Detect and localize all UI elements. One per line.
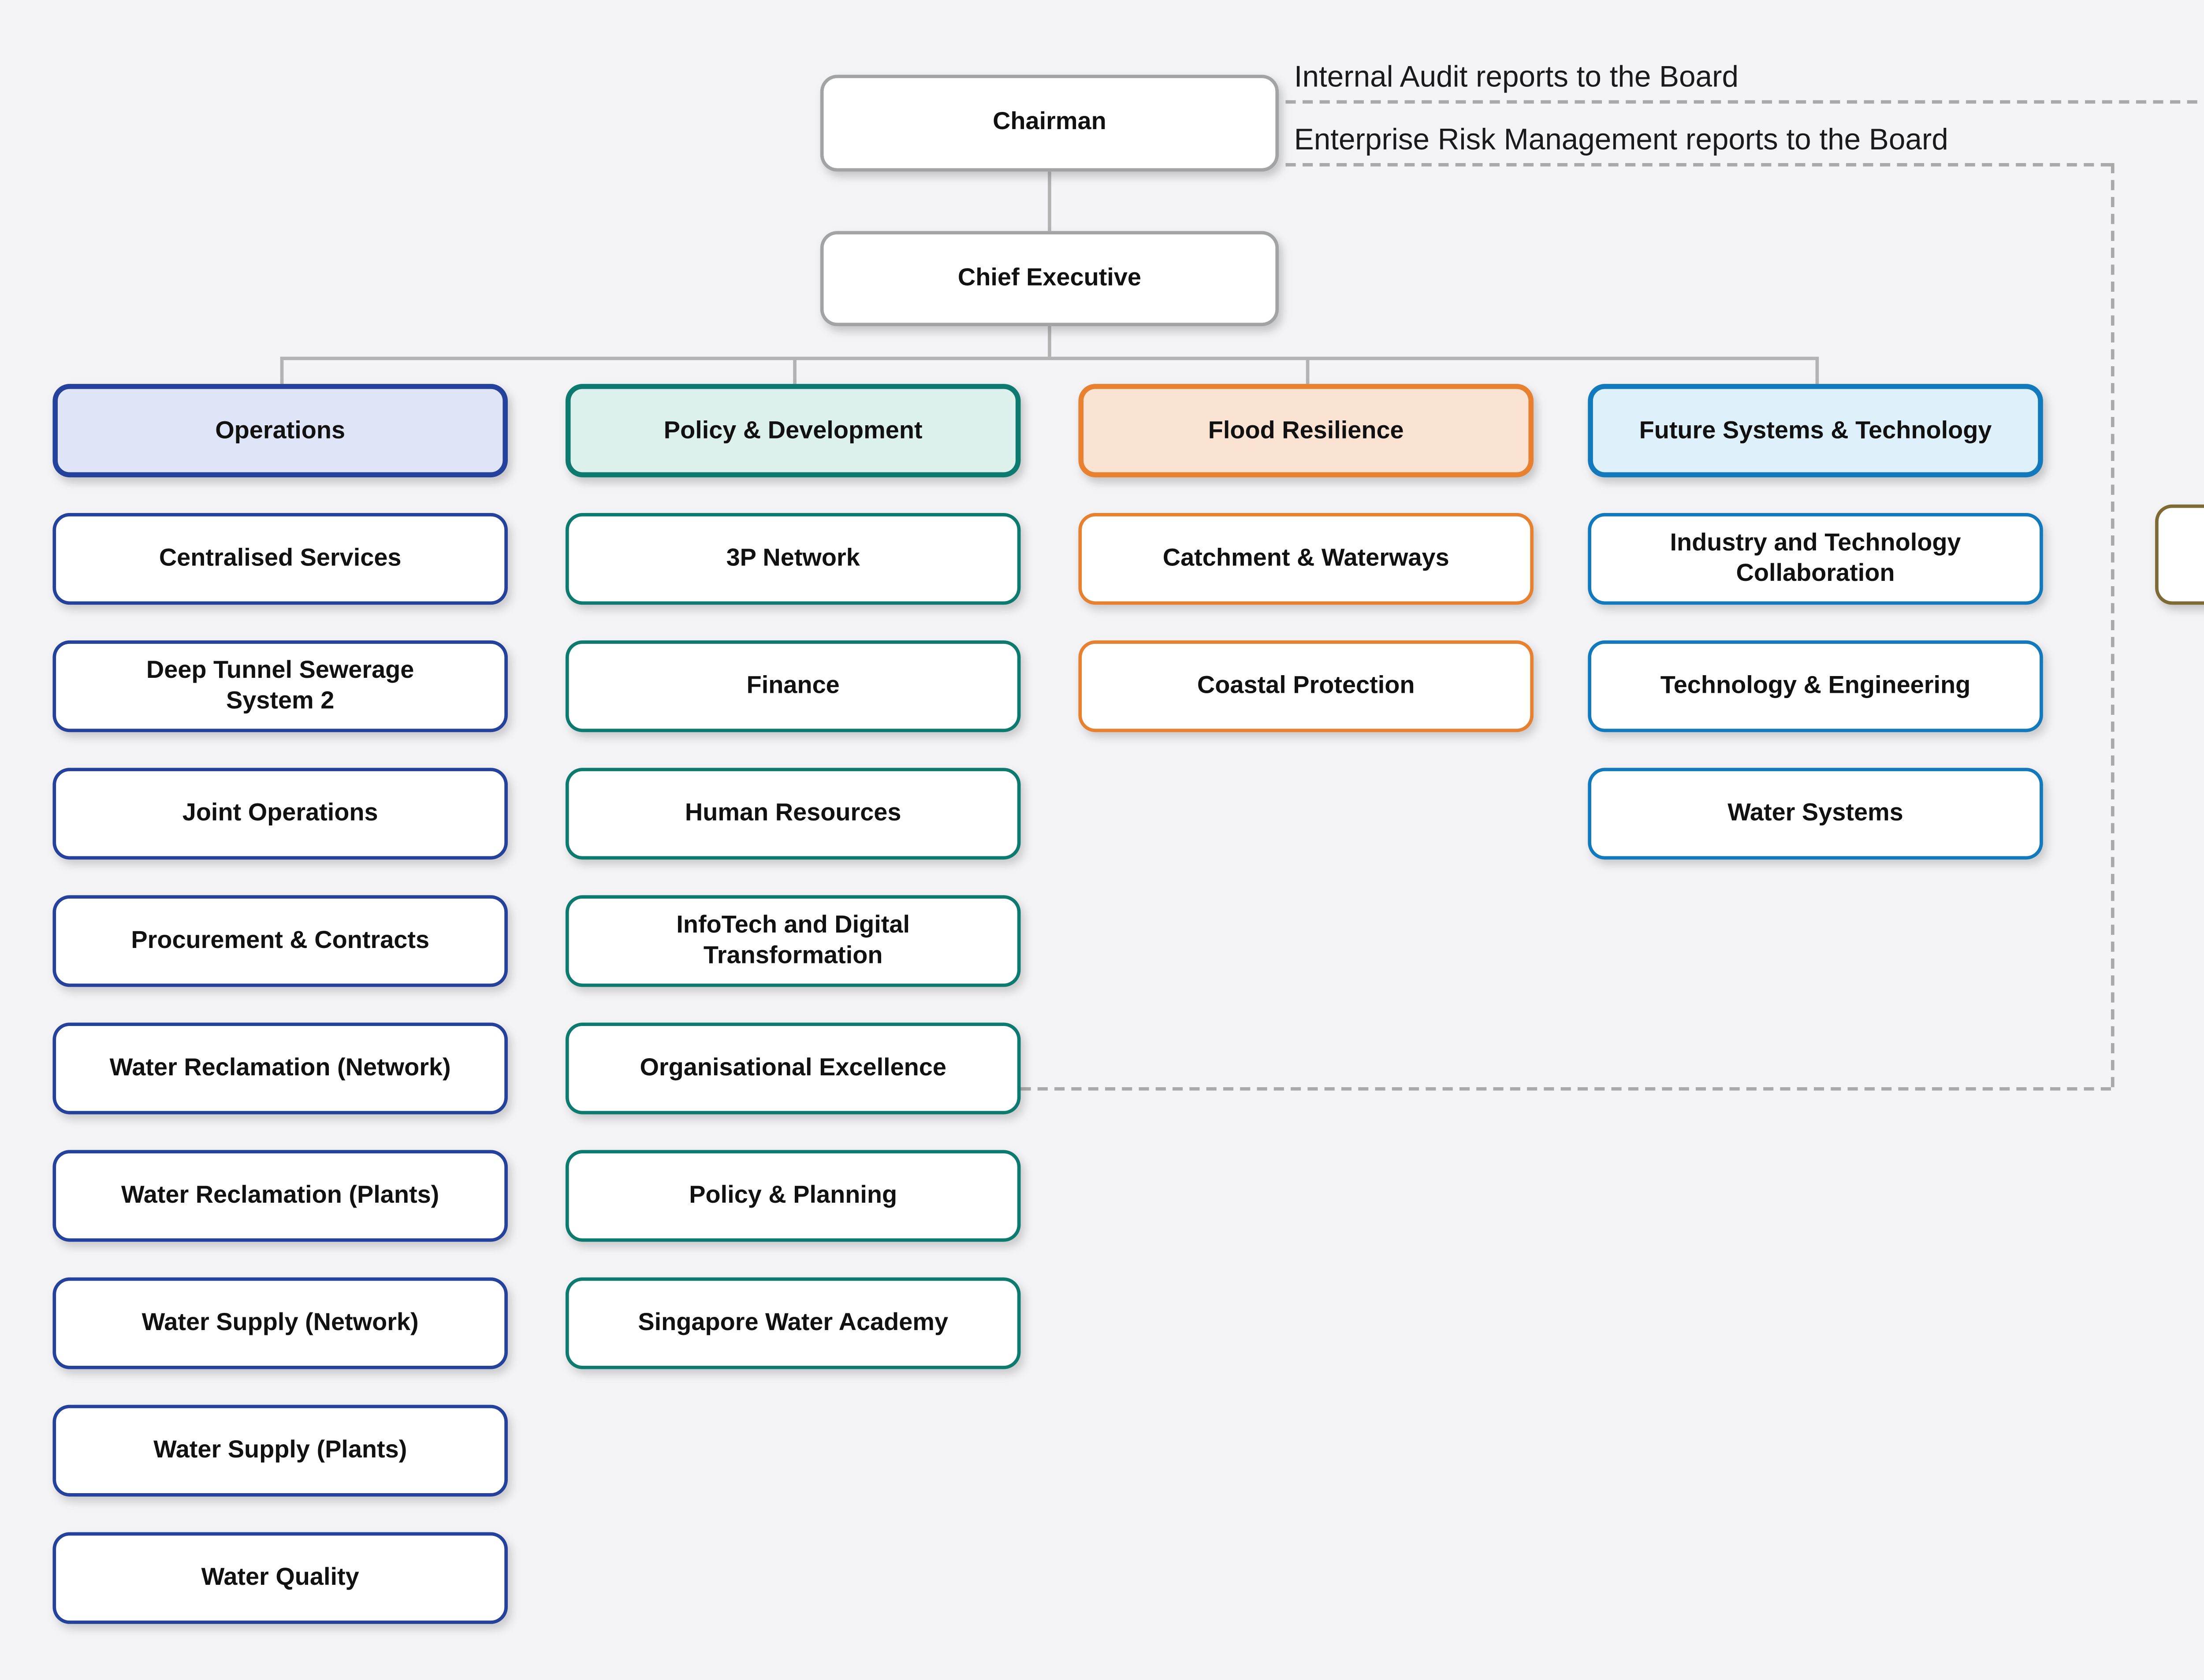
note-internal-audit-reports: Internal Audit reports to the Board bbox=[1294, 59, 1739, 93]
org-unit-box: Water Reclamation (Network) bbox=[52, 1022, 508, 1115]
org-unit-label: Procurement & Contracts bbox=[131, 927, 430, 955]
org-unit-box: Water Supply (Network) bbox=[52, 1277, 508, 1369]
org-unit-label: Water Supply (Network) bbox=[141, 1309, 419, 1337]
org-unit-box: Centralised Services bbox=[52, 513, 508, 605]
node-internal-audit-office: Internal Audit Office bbox=[2155, 504, 2204, 605]
org-unit-label: Water Reclamation (Network) bbox=[109, 1055, 451, 1082]
org-unit-label: Singapore Water Academy bbox=[638, 1309, 949, 1337]
connector-bus bbox=[280, 357, 1816, 360]
org-unit-box: Water Supply (Plants) bbox=[52, 1405, 508, 1497]
column-header-label: Operations bbox=[215, 417, 346, 444]
org-unit-label: 3P Network bbox=[726, 545, 860, 572]
connector-stub-flood-resilience bbox=[1306, 357, 1309, 384]
connector-stub-policy-development bbox=[793, 357, 796, 384]
org-unit-label: Water Systems bbox=[1727, 800, 1903, 827]
org-unit-label: InfoTech and Digital Transformation bbox=[676, 912, 910, 970]
chief-executive-label: Chief Executive bbox=[957, 265, 1142, 292]
org-unit-box: Water Quality bbox=[52, 1532, 508, 1624]
org-unit-box: Coastal Protection bbox=[1078, 640, 1534, 732]
org-unit-label: Policy & Planning bbox=[689, 1182, 897, 1210]
column-header-future-systems-technology: Future Systems & Technology bbox=[1588, 384, 2043, 478]
dashed-line-erm-return-horizontal bbox=[1020, 1087, 2111, 1091]
org-unit-label: Water Supply (Plants) bbox=[153, 1437, 407, 1464]
org-unit-label: Centralised Services bbox=[159, 545, 402, 572]
org-unit-box: Technology & Engineering bbox=[1588, 640, 2043, 732]
org-unit-box: Procurement & Contracts bbox=[52, 895, 508, 987]
org-unit-box: Finance bbox=[565, 640, 1021, 732]
dashed-line-erm-vertical bbox=[2111, 163, 2115, 1087]
column-header-label: Future Systems & Technology bbox=[1639, 417, 1992, 444]
org-unit-label: Finance bbox=[746, 673, 840, 700]
node-chief-executive: Chief Executive bbox=[820, 231, 1279, 327]
org-unit-label: Coastal Protection bbox=[1197, 673, 1415, 700]
org-unit-label: Catchment & Waterways bbox=[1162, 545, 1449, 572]
connector-stub-future-systems-technology bbox=[1815, 357, 1818, 384]
connector-chairman-chief-executive bbox=[1048, 171, 1050, 231]
org-unit-box: Industry and Technology Collaboration bbox=[1588, 513, 2043, 605]
org-unit-box: Water Systems bbox=[1588, 768, 2043, 860]
connector-chief-executive-bus bbox=[1048, 326, 1050, 357]
note-enterprise-risk-reports: Enterprise Risk Management reports to th… bbox=[1294, 122, 1948, 156]
column-header-flood-resilience: Flood Resilience bbox=[1078, 384, 1534, 478]
org-unit-box: InfoTech and Digital Transformation bbox=[565, 895, 1021, 987]
org-unit-box: Human Resources bbox=[565, 768, 1021, 860]
org-unit-label: Water Reclamation (Plants) bbox=[121, 1182, 439, 1210]
org-unit-box: Singapore Water Academy bbox=[565, 1277, 1021, 1369]
column-header-policy-development: Policy & Development bbox=[565, 384, 1021, 478]
org-unit-box: 3P Network bbox=[565, 513, 1021, 605]
org-unit-label: Technology & Engineering bbox=[1660, 673, 1971, 700]
org-unit-label: Joint Operations bbox=[182, 800, 378, 827]
connector-stub-operations bbox=[280, 357, 283, 384]
org-unit-box: Policy & Planning bbox=[565, 1150, 1021, 1242]
org-unit-label: Human Resources bbox=[685, 800, 901, 827]
node-chairman: Chairman bbox=[820, 74, 1279, 172]
column-header-operations: Operations bbox=[52, 384, 508, 478]
org-unit-label: Organisational Excellence bbox=[640, 1055, 946, 1082]
org-unit-box: Joint Operations bbox=[52, 768, 508, 860]
org-unit-box: Water Reclamation (Plants) bbox=[52, 1150, 508, 1242]
dashed-line-internal-audit-horizontal bbox=[1285, 100, 2204, 104]
column-header-label: Flood Resilience bbox=[1208, 417, 1404, 444]
org-unit-box: Organisational Excellence bbox=[565, 1022, 1021, 1115]
org-unit-box: Deep Tunnel Sewerage System 2 bbox=[52, 640, 508, 732]
org-unit-label: Water Quality bbox=[201, 1564, 359, 1592]
org-unit-label: Industry and Technology Collaboration bbox=[1670, 530, 1961, 588]
chairman-label: Chairman bbox=[993, 109, 1106, 137]
org-unit-label: Deep Tunnel Sewerage System 2 bbox=[146, 657, 414, 715]
dashed-line-erm-horizontal bbox=[1285, 163, 2111, 167]
column-header-label: Policy & Development bbox=[663, 417, 923, 444]
org-unit-box: Catchment & Waterways bbox=[1078, 513, 1534, 605]
